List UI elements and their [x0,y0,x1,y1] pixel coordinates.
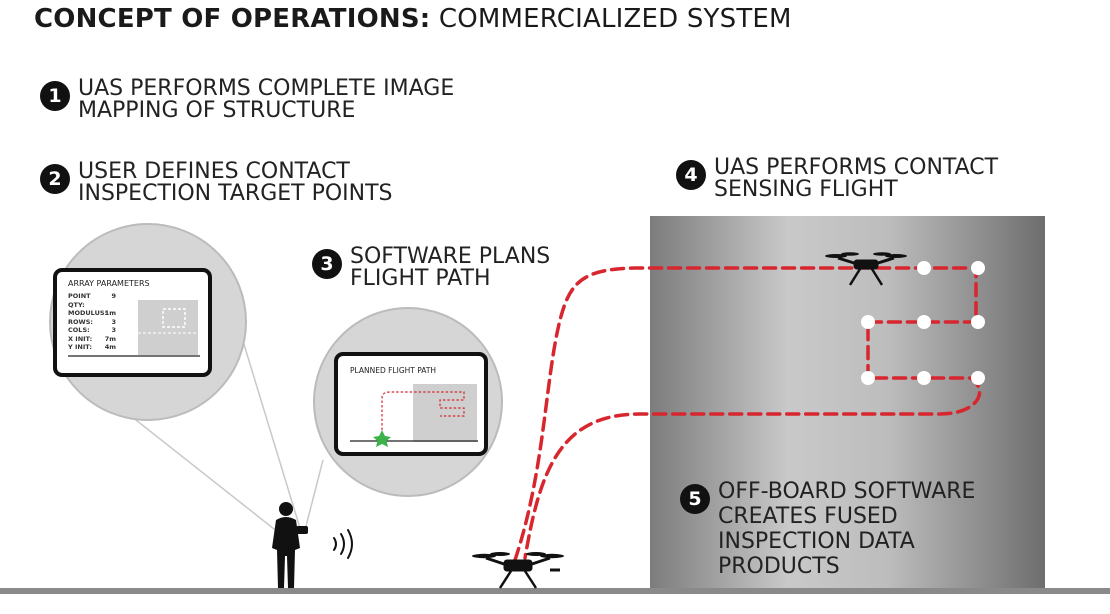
drone-icon [472,552,564,589]
page-title: CONCEPT OF OPERATIONS: COMMERCIALIZED SY… [34,4,792,34]
step-4: 4 UAS PERFORMS CONTACT SENSING FLIGHT [676,157,998,201]
step-line: INSPECTION DATA [718,529,915,554]
target-point [861,371,875,385]
target-point [917,371,931,385]
title-light: COMMERCIALIZED SYSTEM [438,4,792,34]
param-value: 3 [111,326,116,334]
step-line: UAS PERFORMS COMPLETE IMAGE [78,76,455,101]
param-label: COLS: [68,326,90,334]
start-marker-icon [373,430,391,447]
target-point [971,261,985,275]
drone-icon [825,252,907,286]
step-number: 3 [312,249,342,279]
step-text: USER DEFINES CONTACT INSPECTION TARGET P… [78,161,393,205]
param-label: X INIT: [68,334,93,343]
array-param-row: ROWS: 3 [68,318,208,327]
step-5: 5 OFF-BOARD SOFTWARE CREATES FUSED INSPE… [680,479,975,579]
step-line: MAPPING OF STRUCTURE [78,98,356,123]
array-param-row: X INIT: 7m [68,335,208,344]
param-value: 7m [104,334,116,343]
array-panel: ARRAY PARAMETERS POINT QTY: 9 MODULUS: 1… [68,279,208,352]
title-bold: CONCEPT OF OPERATIONS: [34,4,431,34]
step-3: 3 SOFTWARE PLANS FLIGHT PATH [312,246,550,290]
step-2: 2 USER DEFINES CONTACT INSPECTION TARGET… [40,161,393,205]
array-param-row: Y INIT: 4m [68,343,208,352]
param-label: ROWS: [68,317,93,326]
inspection-points [861,261,985,385]
step-number: 2 [40,164,70,194]
target-point [917,315,931,329]
param-label: Y INIT: [68,343,92,351]
flight-path-magnifier [313,307,503,497]
inspected-structure [650,216,1045,590]
target-point [971,315,985,329]
param-label: MODULUS: [68,309,108,317]
step-line: PRODUCTS [718,554,840,579]
ground-line [0,588,1110,594]
array-param-row: COLS: 3 [68,326,208,335]
step-1: 1 UAS PERFORMS COMPLETE IMAGE MAPPING OF… [40,78,454,122]
array-panel-title: ARRAY PARAMETERS [68,279,150,288]
param-value: 3 [111,317,116,326]
step-text: UAS PERFORMS CONTACT SENSING FLIGHT [714,157,998,201]
step-number: 1 [40,81,70,111]
flight-panel-title: PLANNED FLIGHT PATH [350,366,437,375]
array-param-list: POINT QTY: 9 MODULUS: 1m ROWS: 3 COLS: 3… [68,292,208,352]
step-text: OFF-BOARD SOFTWARE CREATES FUSED INSPECT… [718,479,975,579]
step-number: 5 [680,484,710,514]
step-number: 4 [676,160,706,190]
array-param-row: MODULUS: 1m [68,309,208,318]
array-param-row: POINT QTY: 9 [68,292,208,309]
target-point [971,371,985,385]
signal-waves-icon [333,529,353,559]
step-line: SENSING FLIGHT [714,177,898,202]
param-value: 1m [104,309,116,317]
param-value: 4m [104,343,116,351]
step-line: INSPECTION TARGET POINTS [78,181,393,206]
step-text: SOFTWARE PLANS FLIGHT PATH [350,246,550,290]
step-line: UAS PERFORMS CONTACT [714,155,999,180]
step-line: SOFTWARE PLANS [350,244,551,269]
step-line: CREATES FUSED [718,504,898,529]
step-line: USER DEFINES CONTACT [78,159,350,184]
target-point [861,315,875,329]
operator-icon [272,502,308,588]
target-point [917,261,931,275]
step-line: OFF-BOARD SOFTWARE [718,479,976,504]
step-text: UAS PERFORMS COMPLETE IMAGE MAPPING OF S… [78,78,454,122]
param-value: 9 [111,292,116,300]
param-label: POINT QTY: [68,292,91,309]
array-parameters-magnifier [49,223,247,421]
step-line: FLIGHT PATH [350,266,491,291]
flight-path [513,266,982,562]
